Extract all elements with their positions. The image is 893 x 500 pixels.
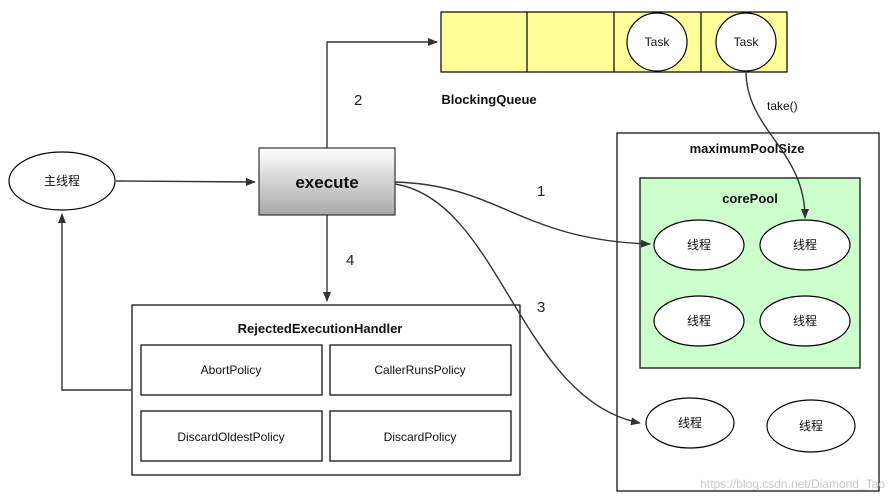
step-label: 1 bbox=[537, 183, 545, 200]
core-pool-label: corePool bbox=[722, 191, 778, 206]
queue-task-node bbox=[626, 12, 688, 72]
rejected-handler-title: RejectedExecutionHandler bbox=[238, 321, 403, 336]
core-thread-label: 线程 bbox=[687, 237, 711, 252]
edge-main-to-execute bbox=[115, 177, 256, 186]
policy-label: CallerRunsPolicy bbox=[374, 363, 465, 377]
blocking-queue: Task Task bbox=[440, 11, 788, 73]
policy-label: DiscardOldestPolicy bbox=[177, 430, 284, 444]
step-label: 2 bbox=[354, 92, 362, 109]
watermark: https://blog.csdn.net/Diamond_Tao bbox=[700, 477, 885, 491]
policy-box bbox=[329, 344, 512, 396]
queue-task-label: Task bbox=[734, 35, 760, 49]
policy-label: DiscardPolicy bbox=[384, 430, 457, 444]
edge-execute-to-queue bbox=[326, 38, 438, 148]
edge-execute-to-extra-thread bbox=[394, 183, 641, 426]
core-thread-label: 线程 bbox=[793, 237, 817, 252]
extra-thread-label: 线程 bbox=[799, 418, 823, 433]
main-thread-node bbox=[8, 151, 116, 211]
extra-thread-label: 线程 bbox=[678, 415, 702, 430]
step-label: 4 bbox=[346, 252, 354, 269]
core-thread-label: 线程 bbox=[687, 313, 711, 328]
extra-thread-node bbox=[766, 399, 856, 453]
core-thread-node bbox=[653, 295, 745, 347]
policy-label: AbortPolicy bbox=[201, 363, 262, 377]
core-thread-node bbox=[653, 219, 745, 271]
queue-task-label: Task bbox=[645, 35, 671, 49]
queue-title: BlockingQueue bbox=[441, 92, 536, 107]
policy-box bbox=[140, 344, 323, 396]
policy-box bbox=[140, 410, 323, 462]
edge-execute-to-core-pool bbox=[394, 181, 651, 248]
edge-queue-take bbox=[745, 70, 809, 219]
take-label: take() bbox=[767, 99, 798, 113]
core-thread-label: 线程 bbox=[793, 313, 817, 328]
maximum-pool-label: maximumPoolSize bbox=[690, 141, 805, 156]
step-label: 3 bbox=[537, 299, 545, 316]
execute-label: execute bbox=[295, 173, 358, 192]
extra-thread-node bbox=[645, 397, 735, 449]
edge-handler-to-main bbox=[58, 213, 132, 391]
policy-box bbox=[329, 410, 512, 462]
main-thread-label: 主线程 bbox=[44, 173, 80, 188]
core-thread-node bbox=[759, 295, 851, 347]
core-thread-node bbox=[759, 219, 851, 271]
